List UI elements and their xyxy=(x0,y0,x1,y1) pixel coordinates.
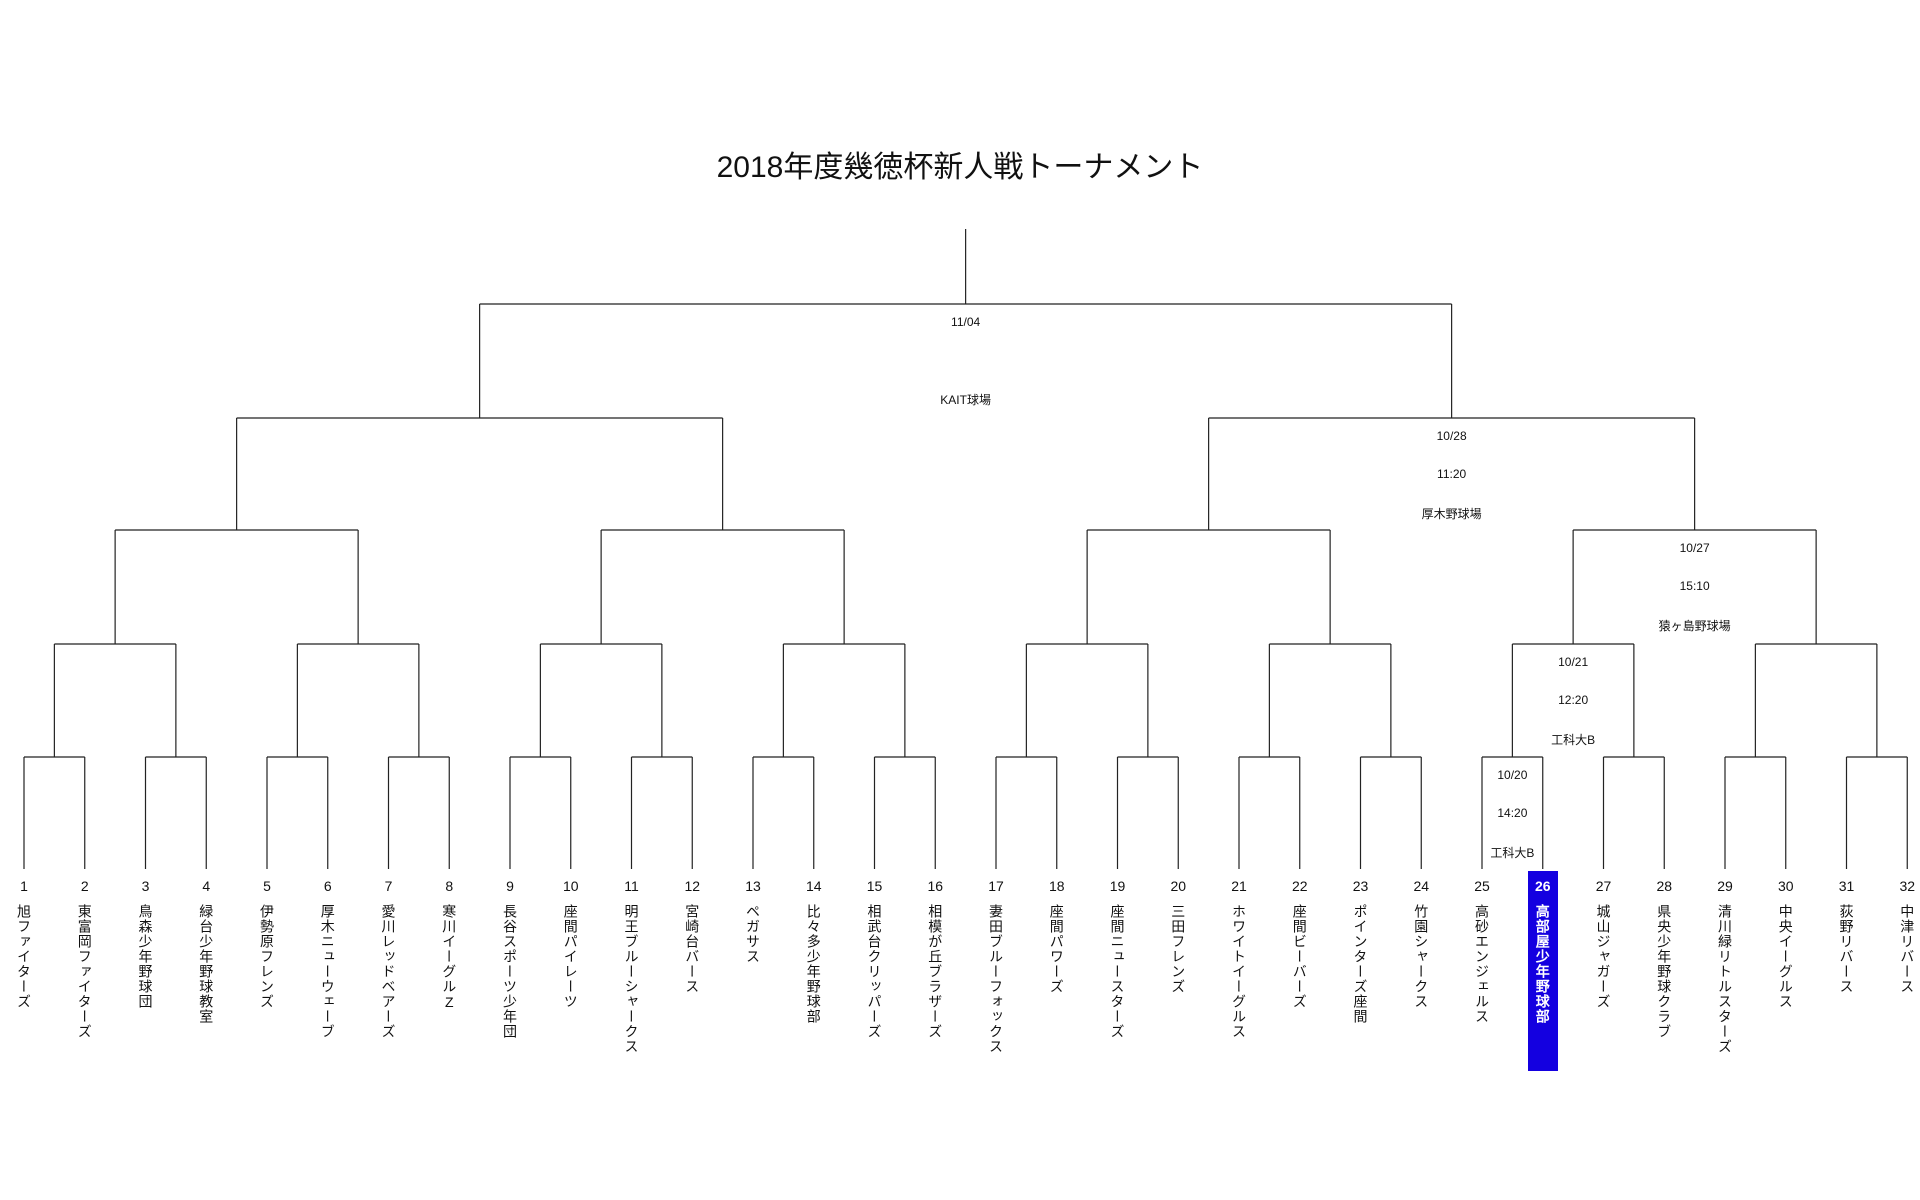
team-number: 7 xyxy=(384,878,393,894)
team-name: 座間パイレーツ xyxy=(562,904,579,1009)
team-name: 相武台クリッパーズ xyxy=(866,904,883,1039)
team-name: 中津リバース xyxy=(1899,904,1916,994)
team-number: 23 xyxy=(1352,878,1369,894)
highlight-box xyxy=(1527,871,1558,1071)
team-name: 座間ビーバーズ xyxy=(1291,904,1308,1009)
match-time: 15:10 xyxy=(1679,579,1710,593)
team-number: 3 xyxy=(141,878,150,894)
team-number: 31 xyxy=(1838,878,1855,894)
match-venue: 猿ヶ島野球場 xyxy=(1658,619,1731,633)
team-name: 明王ブルーシャークス xyxy=(623,904,640,1054)
team-number: 30 xyxy=(1777,878,1794,894)
page-title: 2018年度幾徳杯新人戦トーナメント xyxy=(716,151,1204,184)
team-number: 11 xyxy=(624,878,639,894)
team-number: 2 xyxy=(80,878,89,894)
team-name: 緑台少年野球教室 xyxy=(198,904,215,1024)
team-number: 19 xyxy=(1109,878,1126,894)
team-number: 22 xyxy=(1291,878,1308,894)
team-number: 29 xyxy=(1717,878,1733,894)
team-number: 14 xyxy=(805,878,822,894)
team-name: 城山ジャガーズ xyxy=(1595,904,1612,1009)
match-time: 11:20 xyxy=(1437,467,1467,481)
match-time: 14:20 xyxy=(1497,806,1528,820)
match-date: 11/04 xyxy=(951,315,981,329)
team-number: 13 xyxy=(745,878,761,894)
team-name: 比々多少年野球部 xyxy=(805,904,822,1024)
team-number: 15 xyxy=(866,878,883,894)
team-name: 相模が丘ブラザーズ xyxy=(927,904,944,1039)
match-venue: 工科大B xyxy=(1551,733,1596,747)
team-number: 28 xyxy=(1656,878,1673,894)
match-date: 10/21 xyxy=(1558,655,1589,669)
team-name: 高部屋少年野球部 xyxy=(1534,904,1551,1024)
match-date: 10/27 xyxy=(1679,541,1710,555)
team-name: 竹園シャークス xyxy=(1413,904,1430,1009)
team-number: 18 xyxy=(1048,878,1065,894)
match-venue: 工科大B xyxy=(1490,846,1535,860)
team-number: 16 xyxy=(927,878,944,894)
team-name: 厚木ニューウェーブ xyxy=(319,904,336,1039)
team-name: 東富岡ファイターズ xyxy=(76,904,93,1039)
team-name: 愛川レッドベアーズ xyxy=(380,904,397,1039)
match-date: 10/20 xyxy=(1497,768,1528,782)
team-name: 妻田ブルーフォックス xyxy=(988,904,1004,1054)
team-number: 5 xyxy=(263,878,271,894)
match-venue: KAIT球場 xyxy=(940,393,991,407)
team-name: 三田フレンズ xyxy=(1170,904,1187,994)
team-number: 32 xyxy=(1899,878,1916,894)
team-name: 中央イーグルス xyxy=(1777,904,1794,1009)
team-name: 清川緑リトルスターズ xyxy=(1717,904,1733,1054)
team-number: 6 xyxy=(323,878,332,894)
team-name: 高砂エンジェルス xyxy=(1474,904,1490,1024)
team-number: 25 xyxy=(1474,878,1490,894)
team-name: ペガサス xyxy=(745,904,761,964)
team-name: 県央少年野球クラブ xyxy=(1656,904,1673,1039)
team-number: 21 xyxy=(1231,878,1247,894)
match-date: 10/28 xyxy=(1436,429,1467,443)
team-number: 12 xyxy=(684,878,701,894)
team-number: 26 xyxy=(1534,878,1551,894)
team-number: 17 xyxy=(988,878,1004,894)
team-number: 1 xyxy=(20,878,28,894)
match-venue: 厚木野球場 xyxy=(1421,507,1482,521)
team-name: 座間ニュースターズ xyxy=(1109,904,1126,1039)
team-name: 鳥森少年野球団 xyxy=(137,904,154,1009)
team-name: ポインターズ座間 xyxy=(1352,904,1369,1024)
team-number: 27 xyxy=(1595,878,1612,894)
team-name: 荻野リバース xyxy=(1838,904,1855,994)
team-number: 4 xyxy=(202,878,211,894)
team-number: 24 xyxy=(1413,878,1430,894)
team-number: 20 xyxy=(1170,878,1187,894)
team-name: 伊勢原フレンズ xyxy=(259,904,275,1009)
match-time: 12:20 xyxy=(1558,693,1589,707)
team-name: 宮崎台バース xyxy=(684,904,701,994)
team-name: ホワイトイーグルス xyxy=(1231,904,1247,1039)
team-name: 寒川イーグルZ xyxy=(441,904,458,1011)
team-number: 9 xyxy=(506,878,514,894)
team-number: 10 xyxy=(562,878,579,894)
team-name: 旭ファイターズ xyxy=(16,904,32,1009)
team-name: 長谷スポーツ少年団 xyxy=(502,904,518,1039)
team-number: 8 xyxy=(445,878,454,894)
team-name: 座間パワーズ xyxy=(1048,904,1065,994)
